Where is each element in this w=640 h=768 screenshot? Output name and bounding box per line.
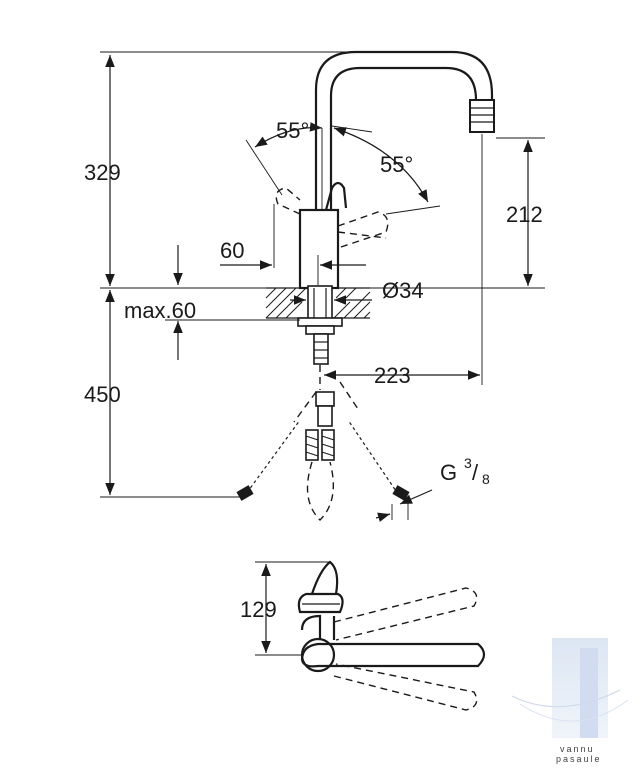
plan-view: 129 xyxy=(240,560,486,711)
dim-max60-label: max.60 xyxy=(124,298,196,323)
watermark-text-2: pasaule xyxy=(556,754,602,764)
thread-annotation: G 3 / 8 xyxy=(375,455,490,522)
dim-60-label: 60 xyxy=(220,238,244,263)
dim-212-label: 212 xyxy=(506,202,543,227)
dimension-223: 223 xyxy=(324,363,480,388)
dimension-212: 212 xyxy=(496,137,545,286)
watermark-logo: vannu pasaule xyxy=(511,638,629,764)
dim-129-label: 129 xyxy=(240,597,277,622)
dimension-129: 129 xyxy=(240,564,277,653)
watermark-text-1: vannu xyxy=(560,744,595,754)
under-counter-fittings xyxy=(236,333,410,521)
faucet-spout xyxy=(314,50,495,385)
dimension-60: 60 xyxy=(220,204,366,285)
dim-223-label: 223 xyxy=(374,363,411,388)
thread-main-label: G xyxy=(440,460,457,485)
dimension-450: 450 xyxy=(84,290,121,495)
dim-329-label: 329 xyxy=(84,160,121,185)
dim-450-label: 450 xyxy=(84,382,121,407)
angle-right: 55° xyxy=(331,125,441,215)
side-elevation: 329 450 xyxy=(84,50,545,522)
dimension-329: 329 xyxy=(84,55,121,286)
dim-diameter-label: Ø34 xyxy=(382,278,424,303)
angle-right-label: 55° xyxy=(380,152,413,177)
dimension-max60: max.60 xyxy=(124,245,300,360)
angle-left-label: 55° xyxy=(276,118,309,143)
thread-den-label: 8 xyxy=(482,471,490,487)
thread-num-label: 3 xyxy=(464,455,472,471)
lever-swing-positions xyxy=(275,128,389,249)
angle-left: 55° xyxy=(245,118,323,196)
countertop-section xyxy=(265,285,371,335)
faucet-body xyxy=(298,181,348,290)
dimension-diameter: Ø34 xyxy=(290,278,424,305)
thread-slash: / xyxy=(472,460,479,485)
